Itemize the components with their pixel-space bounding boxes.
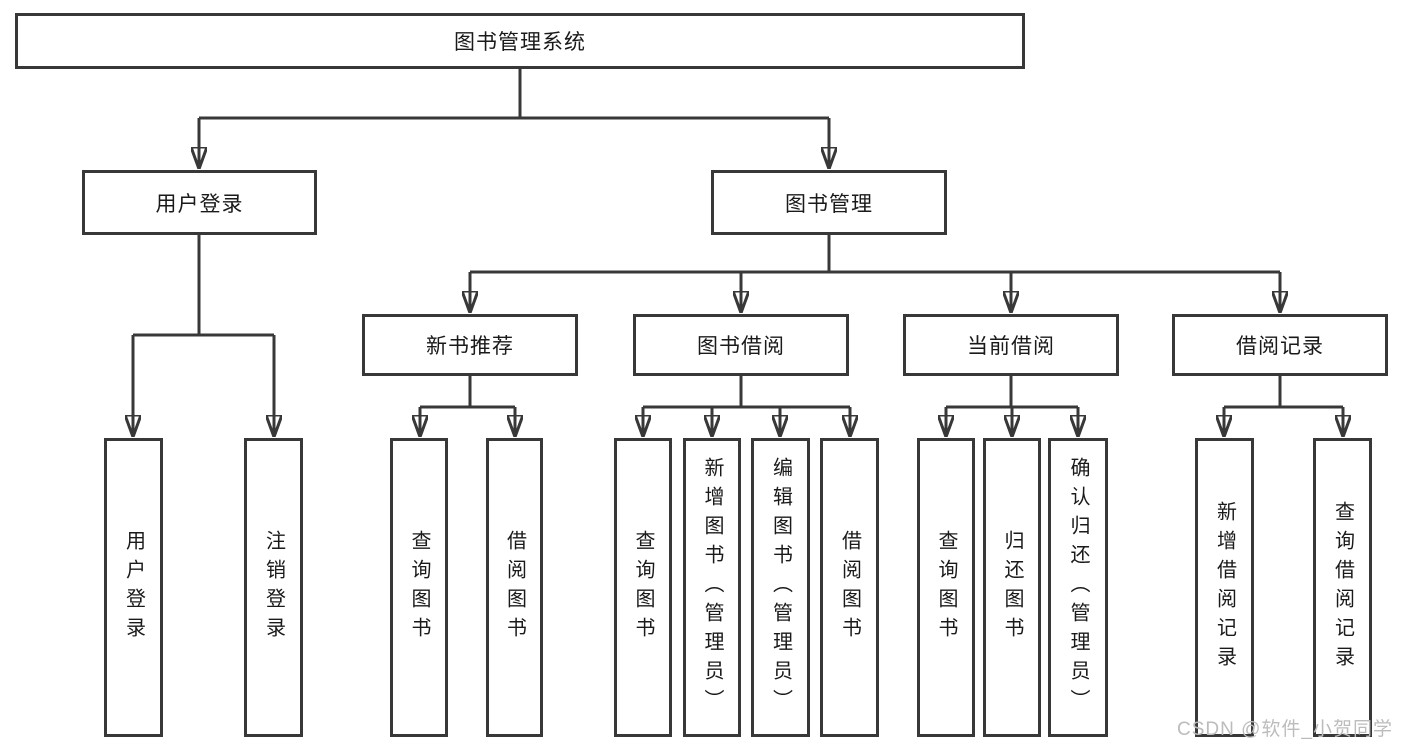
leaf-edit-book-admin: 编辑图书（管理员） (751, 438, 810, 737)
node-current-borrow: 当前借阅 (903, 314, 1119, 376)
leaf-add-borrow-record-label: 新增借阅记录 (1213, 500, 1236, 675)
leaf-borrow-query-book: 查询图书 (614, 438, 672, 737)
leaf-return-book: 归还图书 (983, 438, 1041, 737)
leaf-confirm-return-admin: 确认归还（管理员） (1048, 438, 1108, 737)
node-book-management-module: 图书管理 (711, 170, 947, 235)
leaf-logout-label: 注销登录 (262, 529, 285, 646)
leaf-user-login-label: 用户登录 (122, 529, 145, 646)
leaf-borrow-query-book-label: 查询图书 (632, 529, 654, 646)
leaf-current-query-book: 查询图书 (917, 438, 975, 737)
csdn-watermark: CSDN @软件_小贺同学 (1177, 719, 1393, 740)
leaf-current-query-book-label: 查询图书 (935, 529, 957, 646)
leaf-logout: 注销登录 (244, 438, 303, 737)
leaf-add-book-admin-label: 新增图书（管理员） (701, 457, 723, 718)
node-user-login-module: 用户登录 (82, 170, 317, 235)
node-root-system: 图书管理系统 (15, 13, 1025, 69)
leaf-recommend-query-book: 查询图书 (390, 438, 448, 737)
node-book-borrow: 图书借阅 (633, 314, 849, 376)
leaf-query-borrow-record: 查询借阅记录 (1313, 438, 1372, 737)
leaf-recommend-query-book-label: 查询图书 (408, 529, 430, 646)
node-borrow-record: 借阅记录 (1172, 314, 1388, 376)
node-new-book-recommend: 新书推荐 (362, 314, 578, 376)
leaf-return-book-label: 归还图书 (1001, 529, 1023, 646)
leaf-edit-book-admin-label: 编辑图书（管理员） (769, 457, 792, 718)
leaf-borrow-book-label: 借阅图书 (838, 529, 861, 646)
leaf-query-borrow-record-label: 查询借阅记录 (1331, 500, 1354, 675)
leaf-add-book-admin: 新增图书（管理员） (683, 438, 741, 737)
leaf-confirm-return-admin-label: 确认归还（管理员） (1067, 457, 1089, 718)
leaf-recommend-borrow-book-label: 借阅图书 (503, 529, 526, 646)
leaf-recommend-borrow-book: 借阅图书 (486, 438, 543, 737)
leaf-borrow-book: 借阅图书 (820, 438, 879, 737)
leaf-add-borrow-record: 新增借阅记录 (1195, 438, 1254, 737)
leaf-user-login: 用户登录 (104, 438, 163, 737)
